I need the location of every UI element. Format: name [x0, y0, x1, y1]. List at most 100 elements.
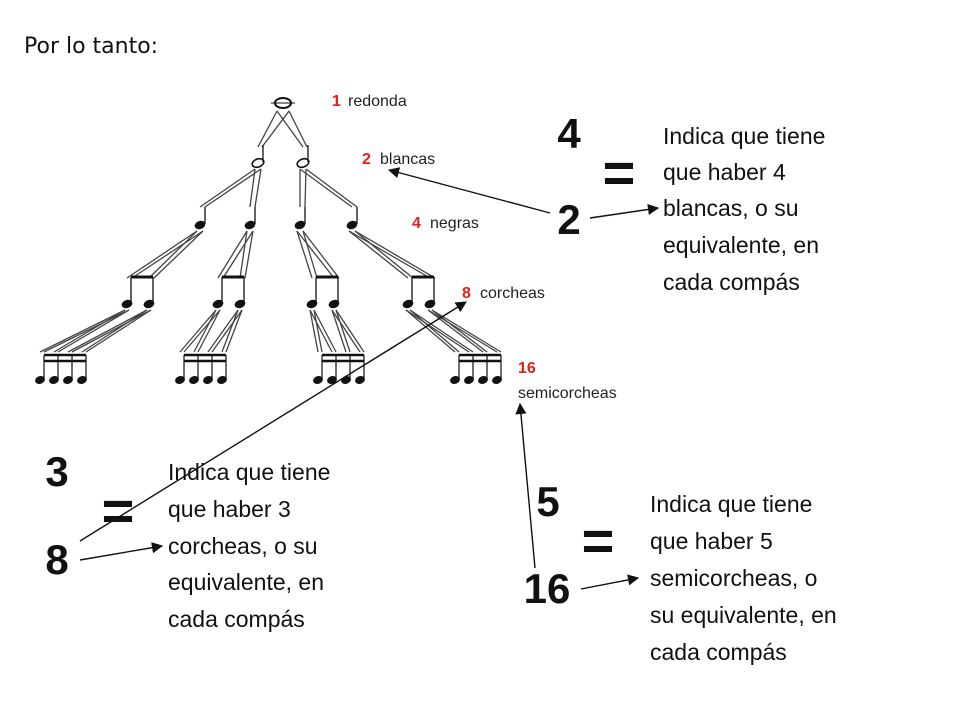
tree-branch-line	[405, 309, 470, 353]
tree-label-semicorcheas: 16 semicorcheas	[518, 360, 617, 402]
sixteenth-note-icon	[450, 376, 460, 384]
tree-branch-line	[305, 168, 358, 208]
sixteenth-note-icon	[189, 376, 199, 384]
eighth-note-icon	[306, 299, 318, 309]
tree-branch-line	[197, 309, 221, 353]
page-heading: Por lo tanto:	[24, 34, 159, 59]
tree-branch-line	[71, 309, 152, 353]
tree-branch-line	[296, 230, 335, 279]
tree-label-redonda: 1 redonda	[332, 93, 407, 110]
tree-label-blancas: 2 blancas	[362, 151, 435, 168]
tree-label-name: negras	[430, 215, 479, 232]
tree-branch-line	[354, 230, 436, 279]
note-symbols	[35, 97, 502, 384]
description-line: Indica que tiene	[168, 459, 330, 485]
sixteenth-note-icon	[77, 376, 87, 384]
tree-branch-line	[67, 309, 148, 353]
description-line: semicorcheas, o	[650, 565, 817, 591]
numerator: 5	[536, 478, 559, 525]
quarter-note-icon	[346, 220, 358, 230]
description-line: Indica que tiene	[650, 491, 812, 517]
tree-label-negras: 4 negras	[412, 215, 479, 232]
tree-label-number: 2	[362, 151, 371, 168]
tree-branch-line	[207, 309, 239, 353]
tree-branch-line	[39, 309, 126, 353]
description-line: cada compás	[650, 639, 787, 665]
tree-branch-line	[405, 309, 456, 353]
tree-branch-line	[217, 230, 248, 279]
arrow-denominator-16-to-description	[580, 574, 640, 590]
description-line: corcheas, o su	[168, 533, 318, 559]
tree-branch-line	[126, 230, 198, 279]
tree-label-name: corcheas	[480, 285, 545, 302]
tree-branch-line	[153, 230, 204, 279]
tree-branch-line	[409, 309, 460, 353]
sixteenth-note-icon	[313, 376, 323, 384]
sixteenth-note-icon	[355, 376, 365, 384]
arrow-denominator-8-to-description	[79, 542, 164, 561]
tree-branch-line	[244, 230, 254, 279]
tree-branch-line	[254, 168, 262, 208]
tree-branch-line	[309, 309, 333, 353]
tree-branch-line	[427, 309, 484, 353]
tree-label-number: 16	[518, 360, 536, 377]
tree-branch-line	[43, 309, 130, 353]
eighth-note-icon	[212, 299, 224, 309]
sixteenth-note-icon	[175, 376, 185, 384]
denominator: 16	[524, 565, 571, 612]
tree-label-number: 4	[412, 215, 421, 232]
tree-branch-line	[313, 309, 337, 353]
numerator: 3	[45, 448, 68, 495]
eighth-note-icon	[234, 299, 246, 309]
eighth-note-icon	[328, 299, 340, 309]
denominator: 8	[45, 536, 68, 583]
tree-branch-line	[302, 230, 318, 279]
tree-branch-line	[199, 168, 256, 208]
tree-branch-line	[131, 230, 204, 279]
description-line: que haber 5	[650, 528, 773, 554]
tree-branch-line	[204, 168, 262, 208]
quarter-note-icon	[244, 220, 256, 230]
tree-branch-line	[53, 309, 126, 353]
time-signature-4-2: 4 = 2	[557, 110, 635, 243]
numerator: 4	[557, 110, 581, 157]
tree-branch-line	[261, 110, 290, 148]
sixteenth-note-icon	[217, 376, 227, 384]
description-line: equivalente, en	[168, 569, 324, 595]
description-line: cada compás	[168, 606, 305, 632]
quarter-note-icon	[294, 220, 306, 230]
tree-label-name: redonda	[348, 93, 407, 110]
sixteenth-note-icon	[35, 376, 45, 384]
tree-branch-line	[179, 309, 217, 353]
description-line: su equivalente, en	[650, 602, 837, 628]
tree-branch-line	[431, 309, 502, 353]
equals-sign: =	[603, 141, 636, 204]
equals-sign: =	[582, 509, 615, 572]
arrow-denominator-2-to-description	[589, 203, 660, 219]
tree-branch-line	[225, 309, 243, 353]
eighth-note-icon	[424, 299, 436, 309]
description-line: blancas, o su	[663, 195, 799, 221]
description-3-8: Indica que tiene que haber 3 corcheas, o…	[168, 459, 330, 632]
tree-branch-line	[81, 309, 148, 353]
tree-branch-line	[193, 309, 217, 353]
arrow-denominator-8-to-corcheas	[79, 301, 467, 542]
tree-branch-line	[304, 168, 307, 208]
tree-label-number: 1	[332, 93, 341, 110]
tree-branch-line	[57, 309, 130, 353]
quarter-note-icon	[194, 220, 206, 230]
tree-branch-line	[331, 309, 347, 353]
tree-branch-line	[221, 309, 239, 353]
sixteenth-note-icon	[203, 376, 213, 384]
tree-branch-line	[299, 168, 353, 208]
tree-branch-line	[313, 309, 323, 353]
tree-branch-line	[354, 230, 414, 279]
sixteenth-note-icon	[49, 376, 59, 384]
sixteenth-note-icon	[464, 376, 474, 384]
tree-branch-line	[427, 309, 498, 353]
tree-branch-line	[409, 309, 474, 353]
denominator: 2	[557, 196, 580, 243]
tree-branch-line	[222, 230, 254, 279]
tree-branch-line	[302, 230, 340, 279]
